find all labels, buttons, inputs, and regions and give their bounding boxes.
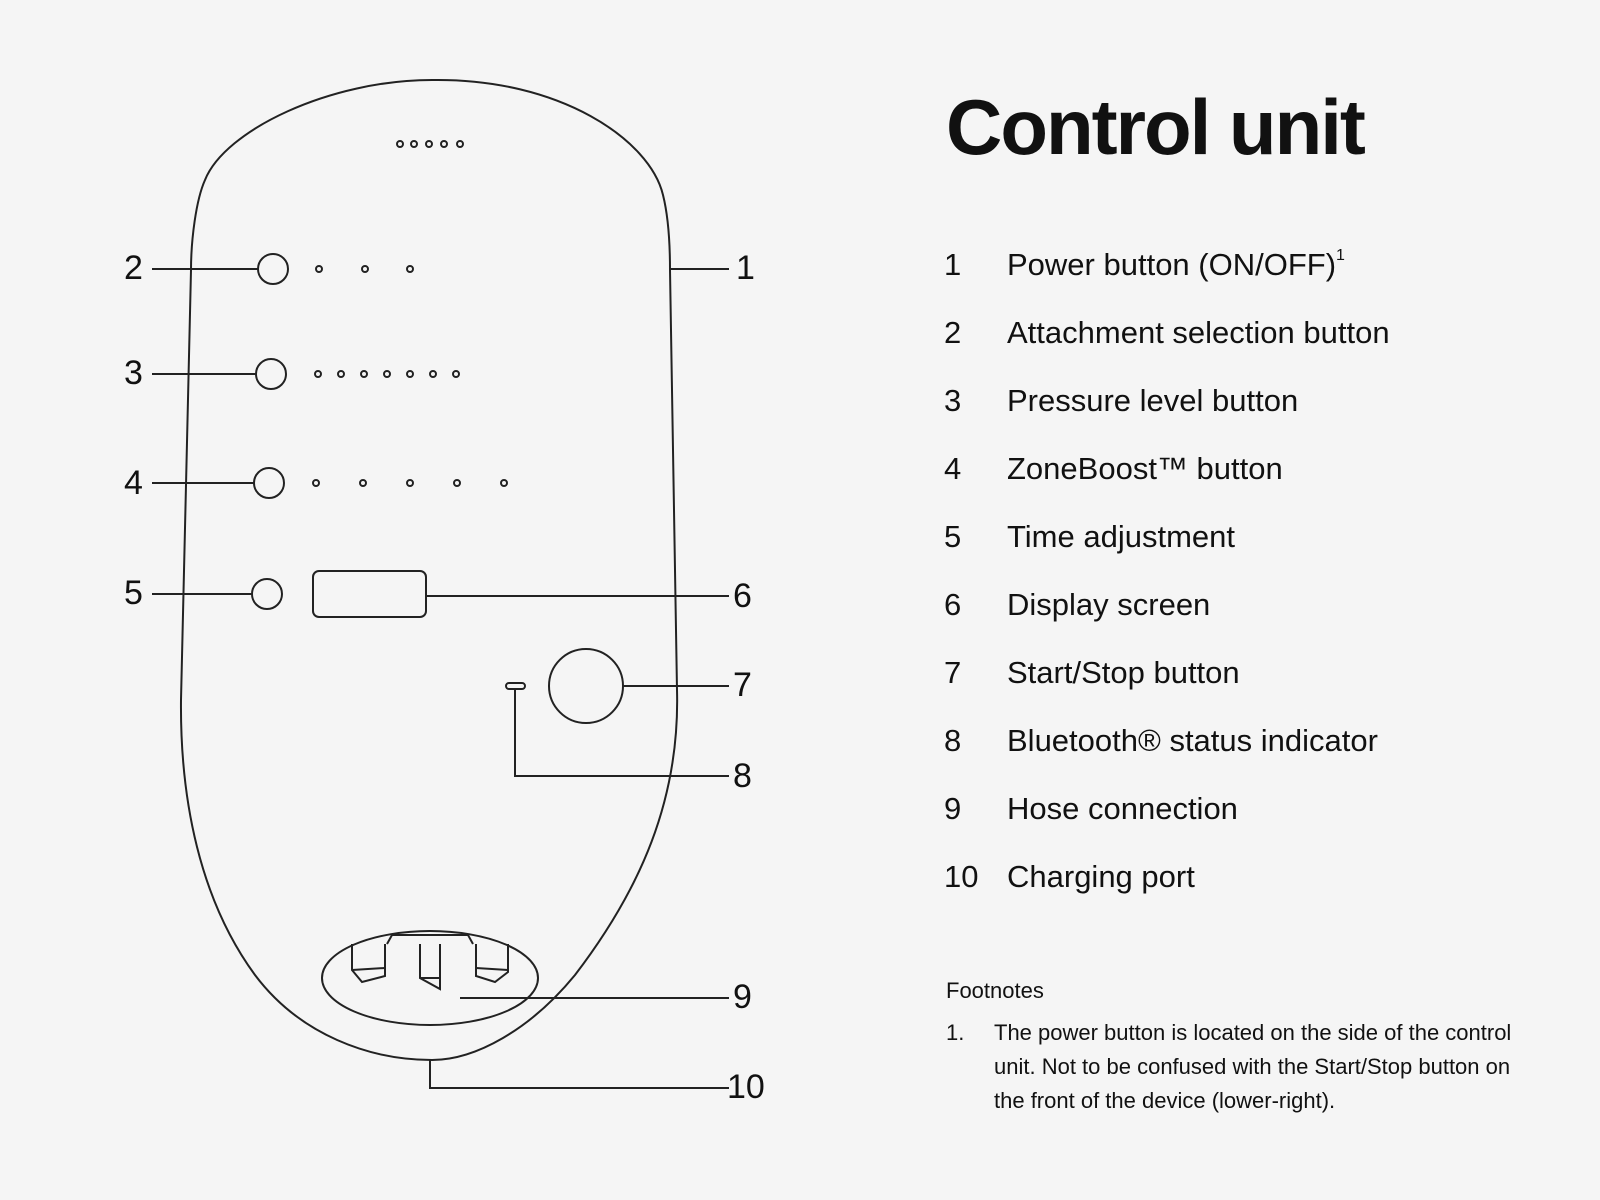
legend-item: 2 Attachment selection button (944, 314, 1390, 382)
legend-item: 10 Charging port (944, 858, 1390, 926)
callout-6: 6 (733, 577, 752, 615)
legend-label: Pressure level button (1007, 383, 1299, 418)
legend-label: Display screen (1007, 587, 1211, 622)
legend-label: Charging port (1007, 859, 1195, 894)
control-unit-diagram: 1 2 3 4 5 6 7 8 9 10 (124, 78, 765, 1106)
time-adjustment-button-shape[interactable] (251, 578, 283, 610)
top-vent-dots (396, 140, 464, 148)
legend-number: 1 (944, 247, 962, 282)
legend-number: 3 (944, 383, 962, 418)
legend-label: Bluetooth® status indicator (1007, 723, 1378, 758)
legend-number: 8 (944, 723, 962, 758)
legend-number: 6 (944, 587, 962, 622)
legend-label: Time adjustment (1007, 519, 1235, 554)
callout-2: 2 (124, 249, 143, 287)
display-screen-shape (312, 570, 427, 618)
legend-item: 8 Bluetooth® status indicator (944, 722, 1390, 790)
legend-number: 4 (944, 451, 962, 486)
attachment-indicator-dots (315, 265, 414, 273)
footnote-ref: 1 (1336, 247, 1345, 264)
legend-item: 7 Start/Stop button (944, 654, 1390, 722)
callout-5: 5 (124, 574, 143, 612)
legend-label: ZoneBoost™ button (1007, 451, 1283, 486)
legend-item: 9 Hose connection (944, 790, 1390, 858)
legend-number: 7 (944, 655, 962, 690)
legend-item: 5 Time adjustment (944, 518, 1390, 586)
footnotes-heading: Footnotes (946, 978, 1044, 1003)
callout-numbers: 1 2 3 4 5 6 7 8 9 10 (124, 249, 765, 1106)
zoneboost-button-shape[interactable] (253, 467, 285, 499)
footnotes-section: Footnotes 1. The power button is located… (946, 978, 1546, 1118)
legend-number: 10 (944, 859, 979, 894)
start-stop-button-shape[interactable] (548, 648, 624, 724)
callout-4: 4 (124, 464, 143, 502)
bluetooth-indicator-shape (505, 682, 526, 690)
hose-connection-shape (321, 930, 539, 1026)
attachment-selection-button-shape[interactable] (257, 253, 289, 285)
device-body-outline (179, 78, 679, 1062)
callout-8: 8 (733, 757, 752, 795)
footnote-item: 1. The power button is located on the si… (946, 1016, 1546, 1118)
callout-3: 3 (124, 354, 143, 392)
legend-number: 5 (944, 519, 962, 554)
callout-10: 10 (727, 1068, 765, 1106)
zoneboost-indicator-dots (312, 479, 508, 487)
pressure-level-button-shape[interactable] (255, 358, 287, 390)
callout-7: 7 (733, 666, 752, 704)
legend-number: 9 (944, 791, 962, 826)
legend-number: 2 (944, 315, 962, 350)
legend-item: 6 Display screen (944, 586, 1390, 654)
callout-9: 9 (733, 978, 752, 1016)
footnote-number: 1. (946, 1020, 965, 1045)
legend-label: Attachment selection button (1007, 315, 1390, 350)
callout-1: 1 (736, 249, 755, 287)
pressure-indicator-dots (314, 370, 460, 378)
page-title: Control unit (946, 83, 1366, 171)
legend-item: 1 Power button (ON/OFF)1 (944, 246, 1390, 314)
legend-item: 4 ZoneBoost™ button (944, 450, 1390, 518)
leader-lines (152, 268, 729, 1089)
legend-label: Power button (ON/OFF)1 (1007, 247, 1345, 282)
legend-item: 3 Pressure level button (944, 382, 1390, 450)
legend-label: Hose connection (1007, 791, 1238, 826)
legend-list: 1 Power button (ON/OFF)1 2 Attachment se… (944, 246, 1390, 926)
legend-label: Start/Stop button (1007, 655, 1240, 690)
footnote-text: The power button is located on the side … (994, 1020, 1512, 1113)
